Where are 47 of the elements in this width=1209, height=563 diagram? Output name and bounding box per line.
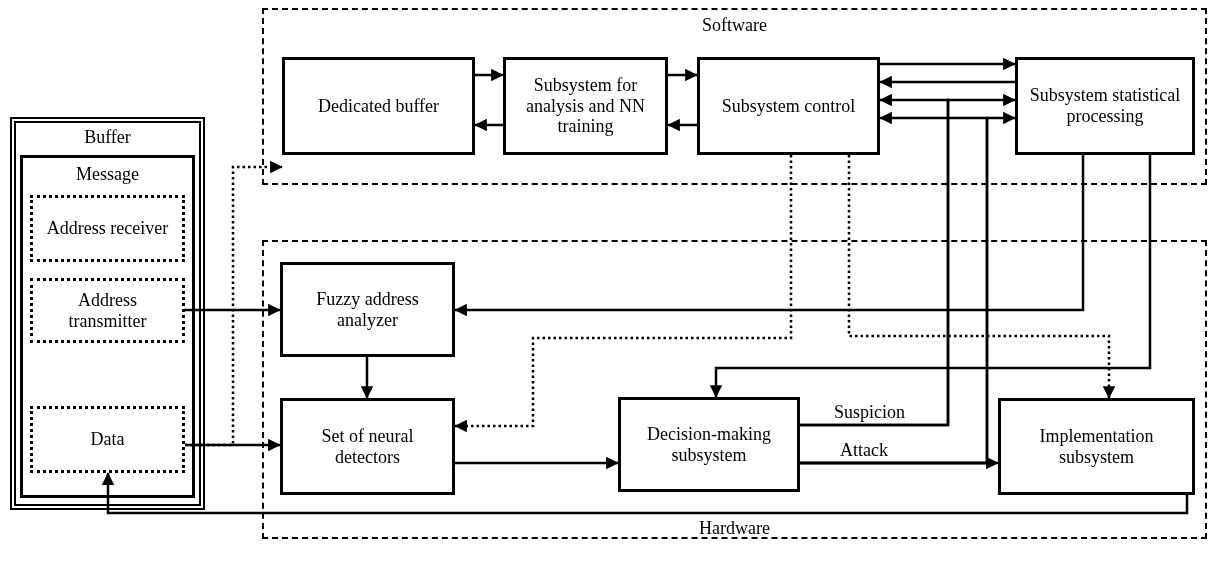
dotted-field-box [30, 278, 185, 343]
arrow [360, 357, 374, 399]
arrow [800, 93, 1016, 427]
arrow [185, 438, 281, 452]
dotted-arrow [454, 155, 793, 433]
group-title: Software [702, 15, 767, 35]
node-label: Data [90, 429, 125, 450]
dotted-arrow [847, 155, 1116, 399]
arrow [455, 456, 619, 470]
process-box [998, 398, 1195, 495]
group-title: Buffer [84, 127, 131, 147]
arrow [475, 68, 504, 82]
arrow [454, 155, 1085, 317]
process-box [280, 262, 455, 357]
node-label: Dedicated buffer [317, 95, 440, 117]
process-box [503, 57, 668, 155]
node-label: Subsystem statistical processing [1028, 85, 1182, 127]
arrow [474, 118, 503, 132]
node-label: Subsystem for analysis and NN training [525, 74, 646, 138]
arrow [800, 456, 999, 470]
node-label: Fuzzy address analyzer [315, 288, 420, 331]
arrow [880, 57, 1016, 71]
group-title: Hardware [699, 518, 770, 538]
process-box [697, 57, 880, 155]
buffer-panel [10, 117, 205, 510]
node-label: Address transmitter [67, 289, 148, 332]
dotted-field-box [30, 406, 185, 473]
group-title: Message [76, 164, 139, 184]
arrow [185, 303, 281, 317]
arrow [709, 155, 1152, 398]
dashed-region [262, 8, 1207, 185]
arrow [879, 75, 1015, 89]
node-label: Decision-making subsystem [646, 423, 772, 466]
node-label: Address receiver [46, 218, 169, 239]
process-box [618, 397, 800, 492]
process-box [282, 57, 475, 155]
arrow [668, 68, 698, 82]
arrow [667, 118, 697, 132]
node-label: Implementation subsystem [1038, 425, 1155, 468]
arrow [101, 472, 1189, 515]
process-box [1015, 57, 1195, 155]
dotted-field-box [30, 195, 185, 262]
message-panel [20, 155, 195, 498]
node-label: Subsystem control [721, 95, 856, 117]
edge-label: Suspicion [832, 403, 907, 423]
process-box [280, 398, 455, 495]
node-label: Set of neural detectors [320, 425, 415, 468]
